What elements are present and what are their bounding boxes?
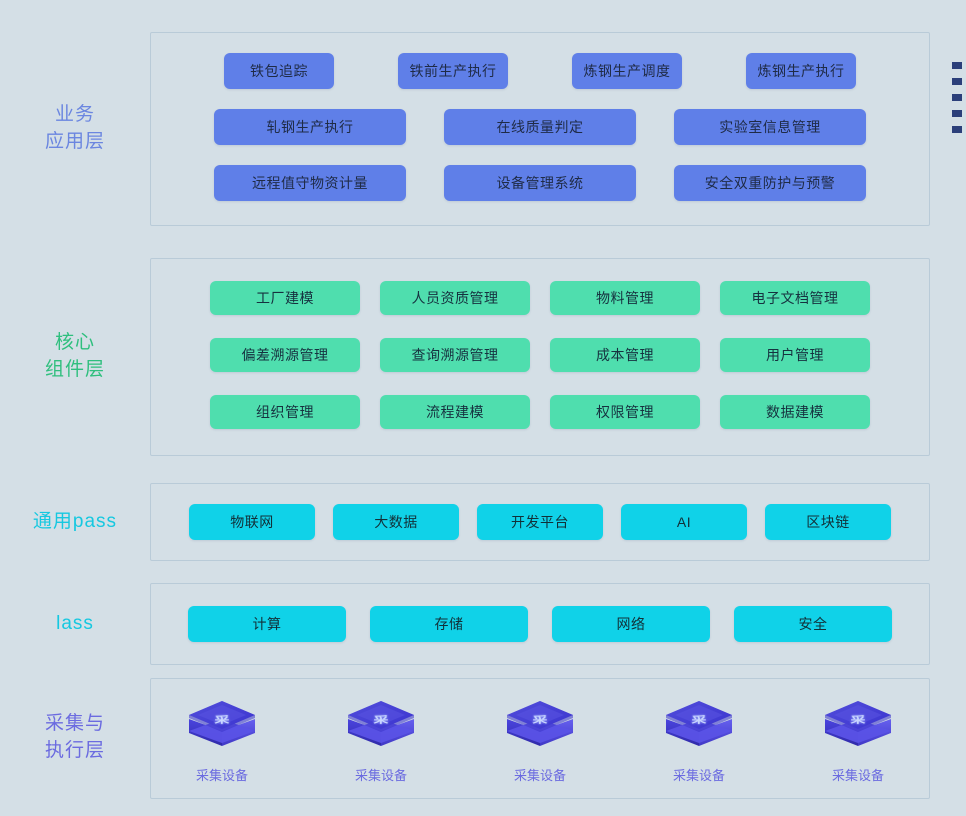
- chip-item[interactable]: 安全: [734, 606, 892, 642]
- chip-row: 计算 存储 网络 安全: [151, 606, 929, 642]
- layer-label-collect: 采集与 执行层: [44, 713, 105, 761]
- device-label: 采集设备: [672, 767, 725, 783]
- device-item[interactable]: 采 采集设备: [494, 697, 586, 784]
- layer-label-business: 业务 应用层: [44, 104, 105, 152]
- chip-row: 工厂建模 人员资质管理 物料管理 电子文档管理: [151, 281, 929, 315]
- collection-device-icon: 采: [820, 697, 896, 759]
- chip-item[interactable]: 远程值守物资计量: [214, 165, 406, 201]
- collection-device-icon: 采: [661, 697, 737, 759]
- chip-item[interactable]: 组织管理: [210, 395, 360, 429]
- edge-bullet: [952, 110, 962, 117]
- device-row: 采 采集设备 采: [151, 697, 929, 784]
- collection-device-icon: 采: [502, 697, 578, 759]
- chip-item[interactable]: 网络: [552, 606, 710, 642]
- chip-row: 偏差溯源管理 查询溯源管理 成本管理 用户管理: [151, 338, 929, 372]
- chip-item[interactable]: 大数据: [333, 504, 459, 540]
- chip-row: 物联网 大数据 开发平台 AI 区块链: [151, 504, 929, 540]
- chip-item[interactable]: 轧钢生产执行: [214, 109, 406, 145]
- chip-item[interactable]: 设备管理系统: [444, 165, 636, 201]
- chip-item[interactable]: 用户管理: [720, 338, 870, 372]
- chip-item[interactable]: 区块链: [765, 504, 891, 540]
- chip-item[interactable]: 流程建模: [380, 395, 530, 429]
- layer-panel-business: 铁包追踪 铁前生产执行 炼钢生产调度 炼钢生产执行 轧钢生产执行 在线质量判定 …: [150, 32, 930, 226]
- edge-bullet-list: [952, 62, 966, 133]
- edge-bullet: [952, 94, 962, 101]
- layer-iaas: lass 计算 存储 网络 安全: [0, 582, 966, 666]
- device-label: 采集设备: [513, 767, 566, 783]
- chip-item[interactable]: 计算: [188, 606, 346, 642]
- device-label: 采集设备: [354, 767, 407, 783]
- edge-bullet: [952, 78, 962, 85]
- chip-item[interactable]: 炼钢生产调度: [572, 53, 682, 89]
- chip-item[interactable]: 成本管理: [550, 338, 700, 372]
- chip-row: 组织管理 流程建模 权限管理 数据建模: [151, 395, 929, 429]
- chip-item[interactable]: 查询溯源管理: [380, 338, 530, 372]
- chip-item[interactable]: 开发平台: [477, 504, 603, 540]
- chip-item[interactable]: 人员资质管理: [380, 281, 530, 315]
- chip-item[interactable]: 权限管理: [550, 395, 700, 429]
- chip-item[interactable]: 偏差溯源管理: [210, 338, 360, 372]
- device-label: 采集设备: [831, 767, 884, 783]
- chip-row: 远程值守物资计量 设备管理系统 安全双重防护与预警: [151, 165, 929, 201]
- collection-device-icon: 采: [184, 697, 260, 759]
- chip-item[interactable]: AI: [621, 504, 747, 540]
- chip-item[interactable]: 存储: [370, 606, 528, 642]
- layer-panel-collect: 采 采集设备 采: [150, 677, 930, 799]
- device-label: 采集设备: [195, 767, 248, 783]
- layer-paas: 通用pass 物联网 大数据 开发平台 AI 区块链: [0, 478, 966, 566]
- chip-item[interactable]: 物联网: [189, 504, 315, 540]
- chip-item[interactable]: 电子文档管理: [720, 281, 870, 315]
- edge-bullet: [952, 62, 962, 69]
- device-item[interactable]: 采 采集设备: [335, 697, 427, 784]
- chip-item[interactable]: 在线质量判定: [444, 109, 636, 145]
- layer-label-core: 核心 组件层: [44, 332, 105, 380]
- device-item[interactable]: 采 采集设备: [176, 697, 268, 784]
- device-item[interactable]: 采 采集设备: [812, 697, 904, 784]
- chip-item[interactable]: 工厂建模: [210, 281, 360, 315]
- chip-row: 轧钢生产执行 在线质量判定 实验室信息管理: [151, 109, 929, 145]
- chip-item[interactable]: 物料管理: [550, 281, 700, 315]
- chip-item[interactable]: 安全双重防护与预警: [674, 165, 866, 201]
- chip-item[interactable]: 炼钢生产执行: [746, 53, 856, 89]
- chip-item[interactable]: 铁包追踪: [224, 53, 334, 89]
- chip-row: 铁包追踪 铁前生产执行 炼钢生产调度 炼钢生产执行: [151, 53, 929, 89]
- layer-business: 业务 应用层 铁包追踪 铁前生产执行 炼钢生产调度 炼钢生产执行 轧钢生产执行 …: [0, 20, 966, 238]
- device-item[interactable]: 采 采集设备: [653, 697, 745, 784]
- layer-label-iaas: lass: [56, 612, 94, 634]
- chip-item[interactable]: 铁前生产执行: [398, 53, 508, 89]
- chip-item[interactable]: 实验室信息管理: [674, 109, 866, 145]
- collection-device-icon: 采: [343, 697, 419, 759]
- layer-label-paas: 通用pass: [32, 510, 118, 532]
- layer-collect: 采集与 执行层: [0, 677, 966, 799]
- layer-panel-paas: 物联网 大数据 开发平台 AI 区块链: [150, 483, 930, 561]
- layer-panel-iaas: 计算 存储 网络 安全: [150, 583, 930, 665]
- layer-panel-core: 工厂建模 人员资质管理 物料管理 电子文档管理 偏差溯源管理 查询溯源管理 成本…: [150, 258, 930, 456]
- edge-bullet: [952, 126, 962, 133]
- layer-core: 核心 组件层 工厂建模 人员资质管理 物料管理 电子文档管理 偏差溯源管理 查询…: [0, 254, 966, 460]
- chip-item[interactable]: 数据建模: [720, 395, 870, 429]
